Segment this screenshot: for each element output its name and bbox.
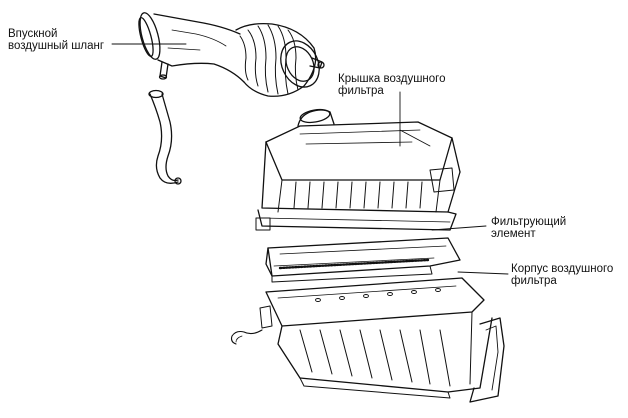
filter-housing-label-line2: фильтра [511, 275, 557, 287]
intake-hose-label-line2: воздушный шланг [8, 40, 105, 52]
air-filter-cover-part [255, 108, 461, 231]
filter-cover-label: Крышка воздушного фильтра [338, 73, 446, 97]
filter-element-label-line1: Фильтрующий [491, 216, 567, 228]
intake-hose-part [138, 12, 325, 97]
leader-lines [111, 43, 509, 275]
leader-line-filter-element [431, 225, 487, 231]
filter-element-label: Фильтрующий элемент [491, 216, 566, 240]
filter-housing-label: Корпус воздушного фильтра [511, 263, 613, 287]
filter-element-part [265, 237, 461, 283]
filter-element-label-line2: элемент [491, 228, 536, 240]
filter-cover-label-line1: Крышка воздушного [338, 73, 446, 85]
breather-hose-part [148, 89, 182, 185]
filter-cover-label-line2: фильтра [338, 85, 384, 97]
leader-line-filter-housing [457, 271, 509, 275]
intake-hose-label: Впускной воздушный шланг [8, 28, 104, 52]
air-filter-housing-part [230, 277, 505, 403]
filter-housing-label-line1: Корпус воздушного [511, 263, 614, 275]
intake-hose-label-line1: Впускной [8, 28, 58, 40]
